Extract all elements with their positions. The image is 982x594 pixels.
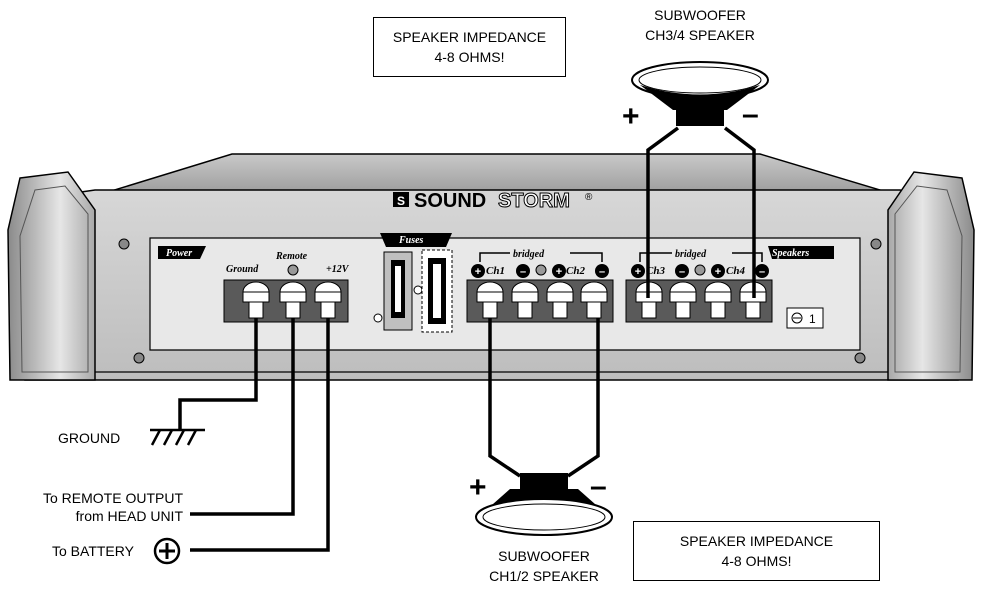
- plus12v-terminal-label: +12V: [326, 264, 350, 275]
- brand-name-outline: STORM: [498, 190, 570, 212]
- svg-text:+: +: [715, 266, 721, 278]
- speaker-wire-ch4-minus: [723, 126, 756, 298]
- impedance-bottom-line2: 4-8 OHMS!: [721, 553, 792, 569]
- sub-top-label-line1: SUBWOOFER: [654, 7, 746, 23]
- svg-text:S: S: [397, 194, 405, 208]
- ground-symbol: [150, 428, 205, 446]
- terminal-remote: [279, 281, 307, 319]
- svg-text:–: –: [759, 266, 765, 278]
- speaker-wire-ch1-plus: [488, 318, 521, 478]
- amp-right-endcap: [887, 171, 975, 381]
- bridged-label-ch34: bridged: [675, 249, 707, 260]
- screw: [133, 352, 145, 364]
- svg-text:+: +: [635, 266, 641, 278]
- impedance-callout-top: SPEAKER IMPEDANCE 4-8 OHMS!: [373, 17, 566, 77]
- ground-wire: [178, 318, 258, 430]
- speaker-wire-ch2-minus: [567, 318, 600, 478]
- ch4-label: Ch4: [726, 265, 745, 277]
- impedance-top-line1: SPEAKER IMPEDANCE: [392, 29, 547, 45]
- ground-label: GROUND: [58, 430, 120, 446]
- impedance-bottom-line1: SPEAKER IMPEDANCE: [679, 533, 834, 549]
- ch3-label: Ch3: [646, 265, 665, 277]
- bridged-label-ch12: bridged: [513, 249, 545, 260]
- terminal-ground: [242, 281, 270, 319]
- battery-wire: [190, 318, 330, 552]
- svg-text:–: –: [679, 266, 685, 278]
- svg-text:+: +: [556, 266, 562, 278]
- screw: [854, 352, 866, 364]
- sub-bottom-label-line2: CH1/2 SPEAKER: [489, 568, 599, 584]
- remote-wire: [190, 318, 295, 516]
- impedance-callout-bottom: SPEAKER IMPEDANCE 4-8 OHMS!: [633, 521, 880, 581]
- subwoofer-ch12-icon: [475, 473, 613, 536]
- ch1-label: Ch1: [486, 265, 505, 277]
- plus-sign-ch34: +: [622, 100, 640, 133]
- minus-sign-ch34: –: [742, 98, 759, 131]
- speaker-wire-ch3-plus: [646, 126, 680, 298]
- brand-logo: S SOUND STORM ®: [393, 190, 593, 213]
- sub-bottom-label-line1: SUBWOOFER: [498, 548, 590, 564]
- plus-sign-ch12: +: [469, 471, 487, 504]
- impedance-top-line2: 4-8 OHMS!: [434, 49, 505, 65]
- indicator-label: 1: [809, 312, 816, 326]
- registered-mark: ®: [585, 192, 593, 203]
- power-label: Power: [166, 248, 192, 259]
- battery-label: To BATTERY: [52, 543, 135, 559]
- svg-text:–: –: [599, 266, 605, 278]
- speakers-label: Speakers: [772, 248, 809, 259]
- remote-label-line1: To REMOTE OUTPUT: [43, 490, 183, 506]
- minus-sign-ch12: –: [590, 470, 607, 503]
- svg-text:–: –: [520, 266, 526, 278]
- screw: [870, 238, 882, 250]
- amp-left-endcap: [7, 171, 96, 381]
- remote-terminal-label: Remote: [275, 251, 308, 262]
- ground-terminal-label: Ground: [226, 264, 259, 275]
- brand-name-bold: SOUND: [414, 190, 486, 212]
- subwoofer-ch34-icon: [631, 61, 769, 126]
- screw: [118, 238, 130, 250]
- battery-plus-icon: [153, 537, 181, 565]
- svg-text:+: +: [475, 266, 481, 278]
- led-indicator: [287, 264, 299, 276]
- fuses-label: Fuses: [398, 235, 424, 246]
- sub-top-label-line2: CH3/4 SPEAKER: [645, 27, 755, 43]
- remote-label-line2: from HEAD UNIT: [76, 508, 184, 524]
- terminal-12v: [314, 281, 342, 319]
- ch2-label: Ch2: [566, 265, 585, 277]
